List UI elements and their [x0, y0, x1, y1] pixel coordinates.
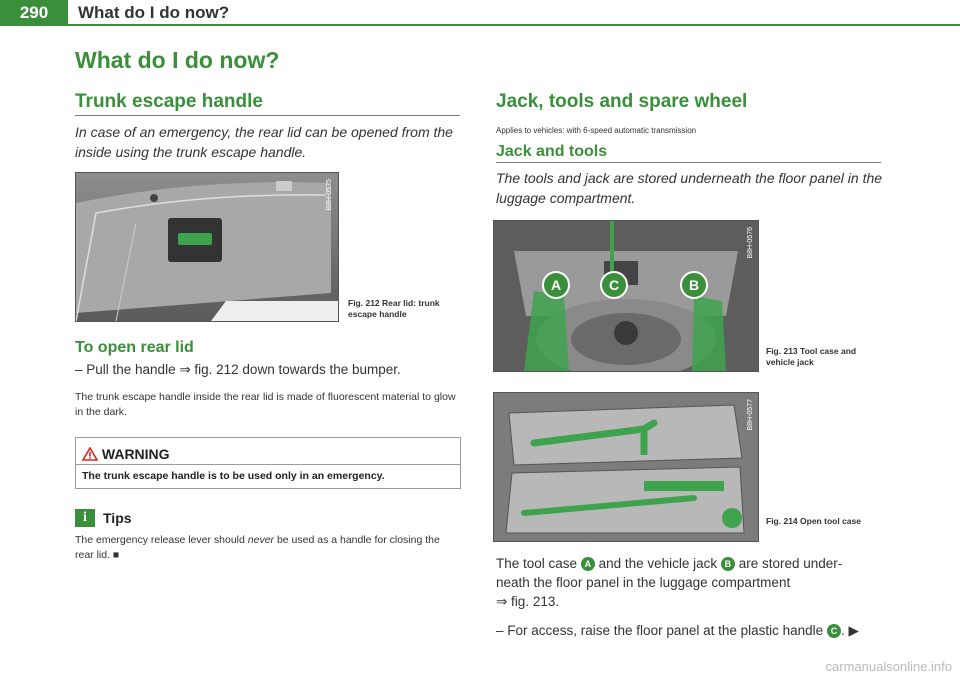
figure-213-caption: Fig. 213 Tool case and vehicle jack: [766, 346, 881, 368]
section-intro: In case of an emergency, the rear lid ca…: [75, 124, 453, 160]
warning-text: The trunk escape handle is to be used on…: [82, 470, 385, 482]
caption-text: Open tool case: [800, 516, 861, 526]
rear-lid-illustration: [76, 181, 338, 321]
warning-title: WARNING: [81, 446, 170, 462]
luggage-compartment-illustration: [494, 221, 758, 371]
header-rule: [68, 24, 960, 26]
caption-number: Fig. 214: [766, 516, 798, 526]
step-pull-handle: – Pull the handle ⇒ fig. 212 down toward…: [75, 362, 401, 377]
subheading-jack-and-tools: Jack and tools: [496, 143, 608, 160]
subheading-open-rear-lid: To open rear lid: [75, 339, 194, 356]
ref-c-icon: C: [826, 624, 841, 639]
note-fluorescent: The trunk escape handle inside the rear …: [75, 391, 456, 418]
callout-c: C: [600, 271, 628, 299]
caption-text: Rear lid: trunk escape handle: [348, 298, 440, 319]
running-title: What do I do now?: [78, 3, 230, 22]
subsection-rule: [496, 162, 881, 163]
callout-b: B: [680, 271, 708, 299]
tool-case-paragraph: The tool case A and the vehicle jack B a…: [496, 556, 843, 609]
section-heading-jack-tools: Jack, tools and spare wheel: [496, 91, 748, 112]
warning-triangle-icon: [81, 446, 99, 461]
warning-divider: [76, 464, 460, 465]
caption-text: Tool case and vehicle jack: [766, 346, 857, 367]
figure-214-caption: Fig. 214 Open tool case: [766, 516, 881, 527]
page-header: 290 What do I do now?: [0, 0, 960, 30]
page-number: 290: [0, 0, 68, 26]
tips-header: i Tips: [75, 509, 132, 527]
figure-code: B8H-0577: [747, 399, 754, 431]
figure-code: B8H-0576: [747, 227, 754, 259]
callout-a: A: [542, 271, 570, 299]
watermark: carmanualsonline.info: [825, 659, 952, 674]
caption-number: Fig. 212: [348, 298, 380, 308]
figure-214: B8H-0577: [493, 392, 759, 542]
jack-tools-intro: The tools and jack are stored underneath…: [496, 170, 883, 206]
warning-box: WARNING The trunk escape handle is to be…: [75, 437, 461, 489]
tips-text: The emergency release lever should never…: [75, 534, 440, 561]
section-heading-trunk-escape: Trunk escape handle: [75, 91, 263, 112]
ref-b-icon: B: [720, 557, 735, 572]
figure-213: A C B B8H-0576: [493, 220, 759, 372]
figure-212-caption: Fig. 212 Rear lid: trunk escape handle: [348, 298, 463, 320]
section-rule: [75, 115, 460, 116]
caption-number: Fig. 213: [766, 346, 798, 356]
open-tool-case-illustration: [494, 393, 758, 541]
info-icon: i: [75, 509, 95, 527]
page-title: What do I do now?: [75, 47, 280, 73]
ref-a-icon: A: [580, 557, 595, 572]
figure-code: B8H-0575: [326, 179, 333, 211]
step-raise-floor-panel: – For access, raise the floor panel at t…: [496, 623, 859, 639]
applies-to-note: Applies to vehicles: with 6-speed automa…: [496, 126, 697, 135]
tips-title: Tips: [103, 510, 132, 526]
figure-212: B8H-0575: [75, 172, 339, 322]
